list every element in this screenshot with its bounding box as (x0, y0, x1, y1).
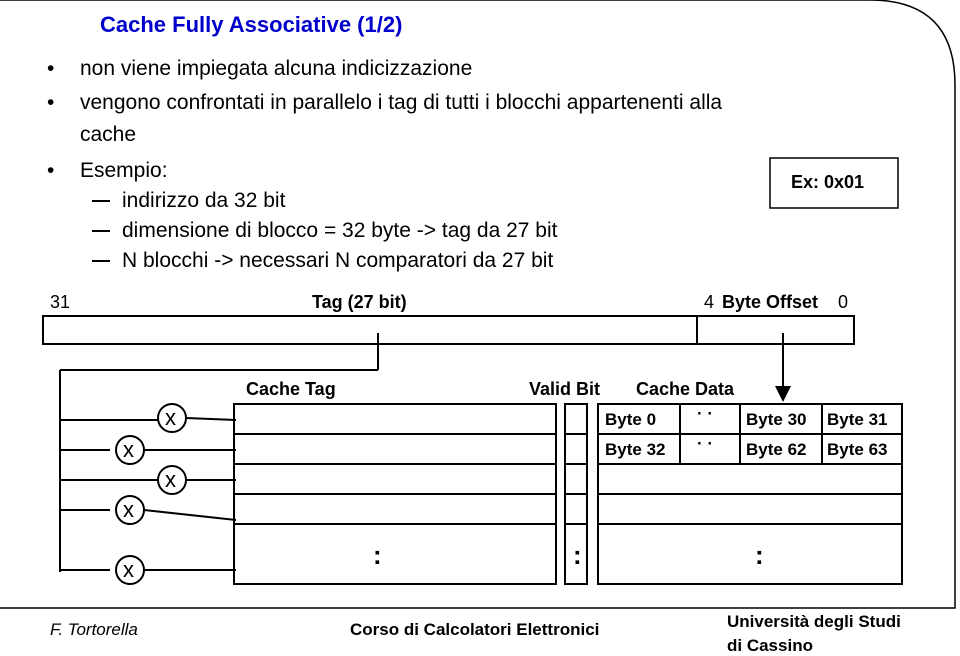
data-cell: Byte 31 (827, 410, 888, 429)
cache-tag-header: Cache Tag (246, 379, 336, 399)
comparator: x (123, 497, 134, 522)
hdots: · · (697, 404, 714, 423)
bullet-item: •vengono confrontati in parallelo i tag … (47, 91, 723, 114)
bit-31-label: 31 (50, 292, 71, 312)
sub-bullet-item: N blocchi -> necessari N comparatori da … (92, 248, 553, 274)
slide-title: Cache Fully Associative (1/2) (100, 12, 403, 37)
footer-course: Corso di Calcolatori Elettronici (350, 620, 600, 639)
bullet-continuation: cache (80, 123, 137, 146)
bit-0-label: 0 (838, 292, 849, 312)
comparator: x (165, 405, 176, 430)
tag-field-label: Tag (27 bit) (312, 292, 407, 312)
sub-bullet-item: dimensione di blocco = 32 byte -> tag da… (92, 218, 557, 244)
comparator: x (123, 557, 134, 582)
address-register (42, 315, 855, 345)
footer-author: F. Tortorella (50, 620, 138, 639)
vdots: : (373, 540, 382, 570)
data-cell: Byte 63 (827, 440, 888, 459)
data-cell: Byte 30 (746, 410, 807, 429)
bullet-item: •Esempio: (47, 159, 168, 182)
example-box-frame (769, 157, 899, 209)
cache-data-header: Cache Data (636, 379, 735, 399)
bit-4-label: 4 (704, 292, 715, 312)
bullet-item: •non viene impiegata alcuna indicizzazio… (47, 57, 473, 80)
comparator: x (165, 467, 176, 492)
footer-university: Università degli Studi (727, 612, 901, 631)
example-box-text: Ex: 0x01 (791, 172, 865, 192)
vdots: : (755, 540, 764, 570)
valid-bit-header: Valid Bit (529, 379, 601, 399)
data-cell: Byte 0 (605, 410, 657, 429)
byte-offset-label: Byte Offset (722, 292, 819, 312)
data-cell: Byte 32 (605, 440, 666, 459)
sub-bullet-item: indirizzo da 32 bit (92, 188, 285, 214)
hdots: · · (697, 434, 714, 453)
data-cell: Byte 62 (746, 440, 807, 459)
footer-university-city: di Cassino (727, 636, 813, 655)
vdots: : (573, 540, 582, 570)
comparator: x (123, 437, 134, 462)
